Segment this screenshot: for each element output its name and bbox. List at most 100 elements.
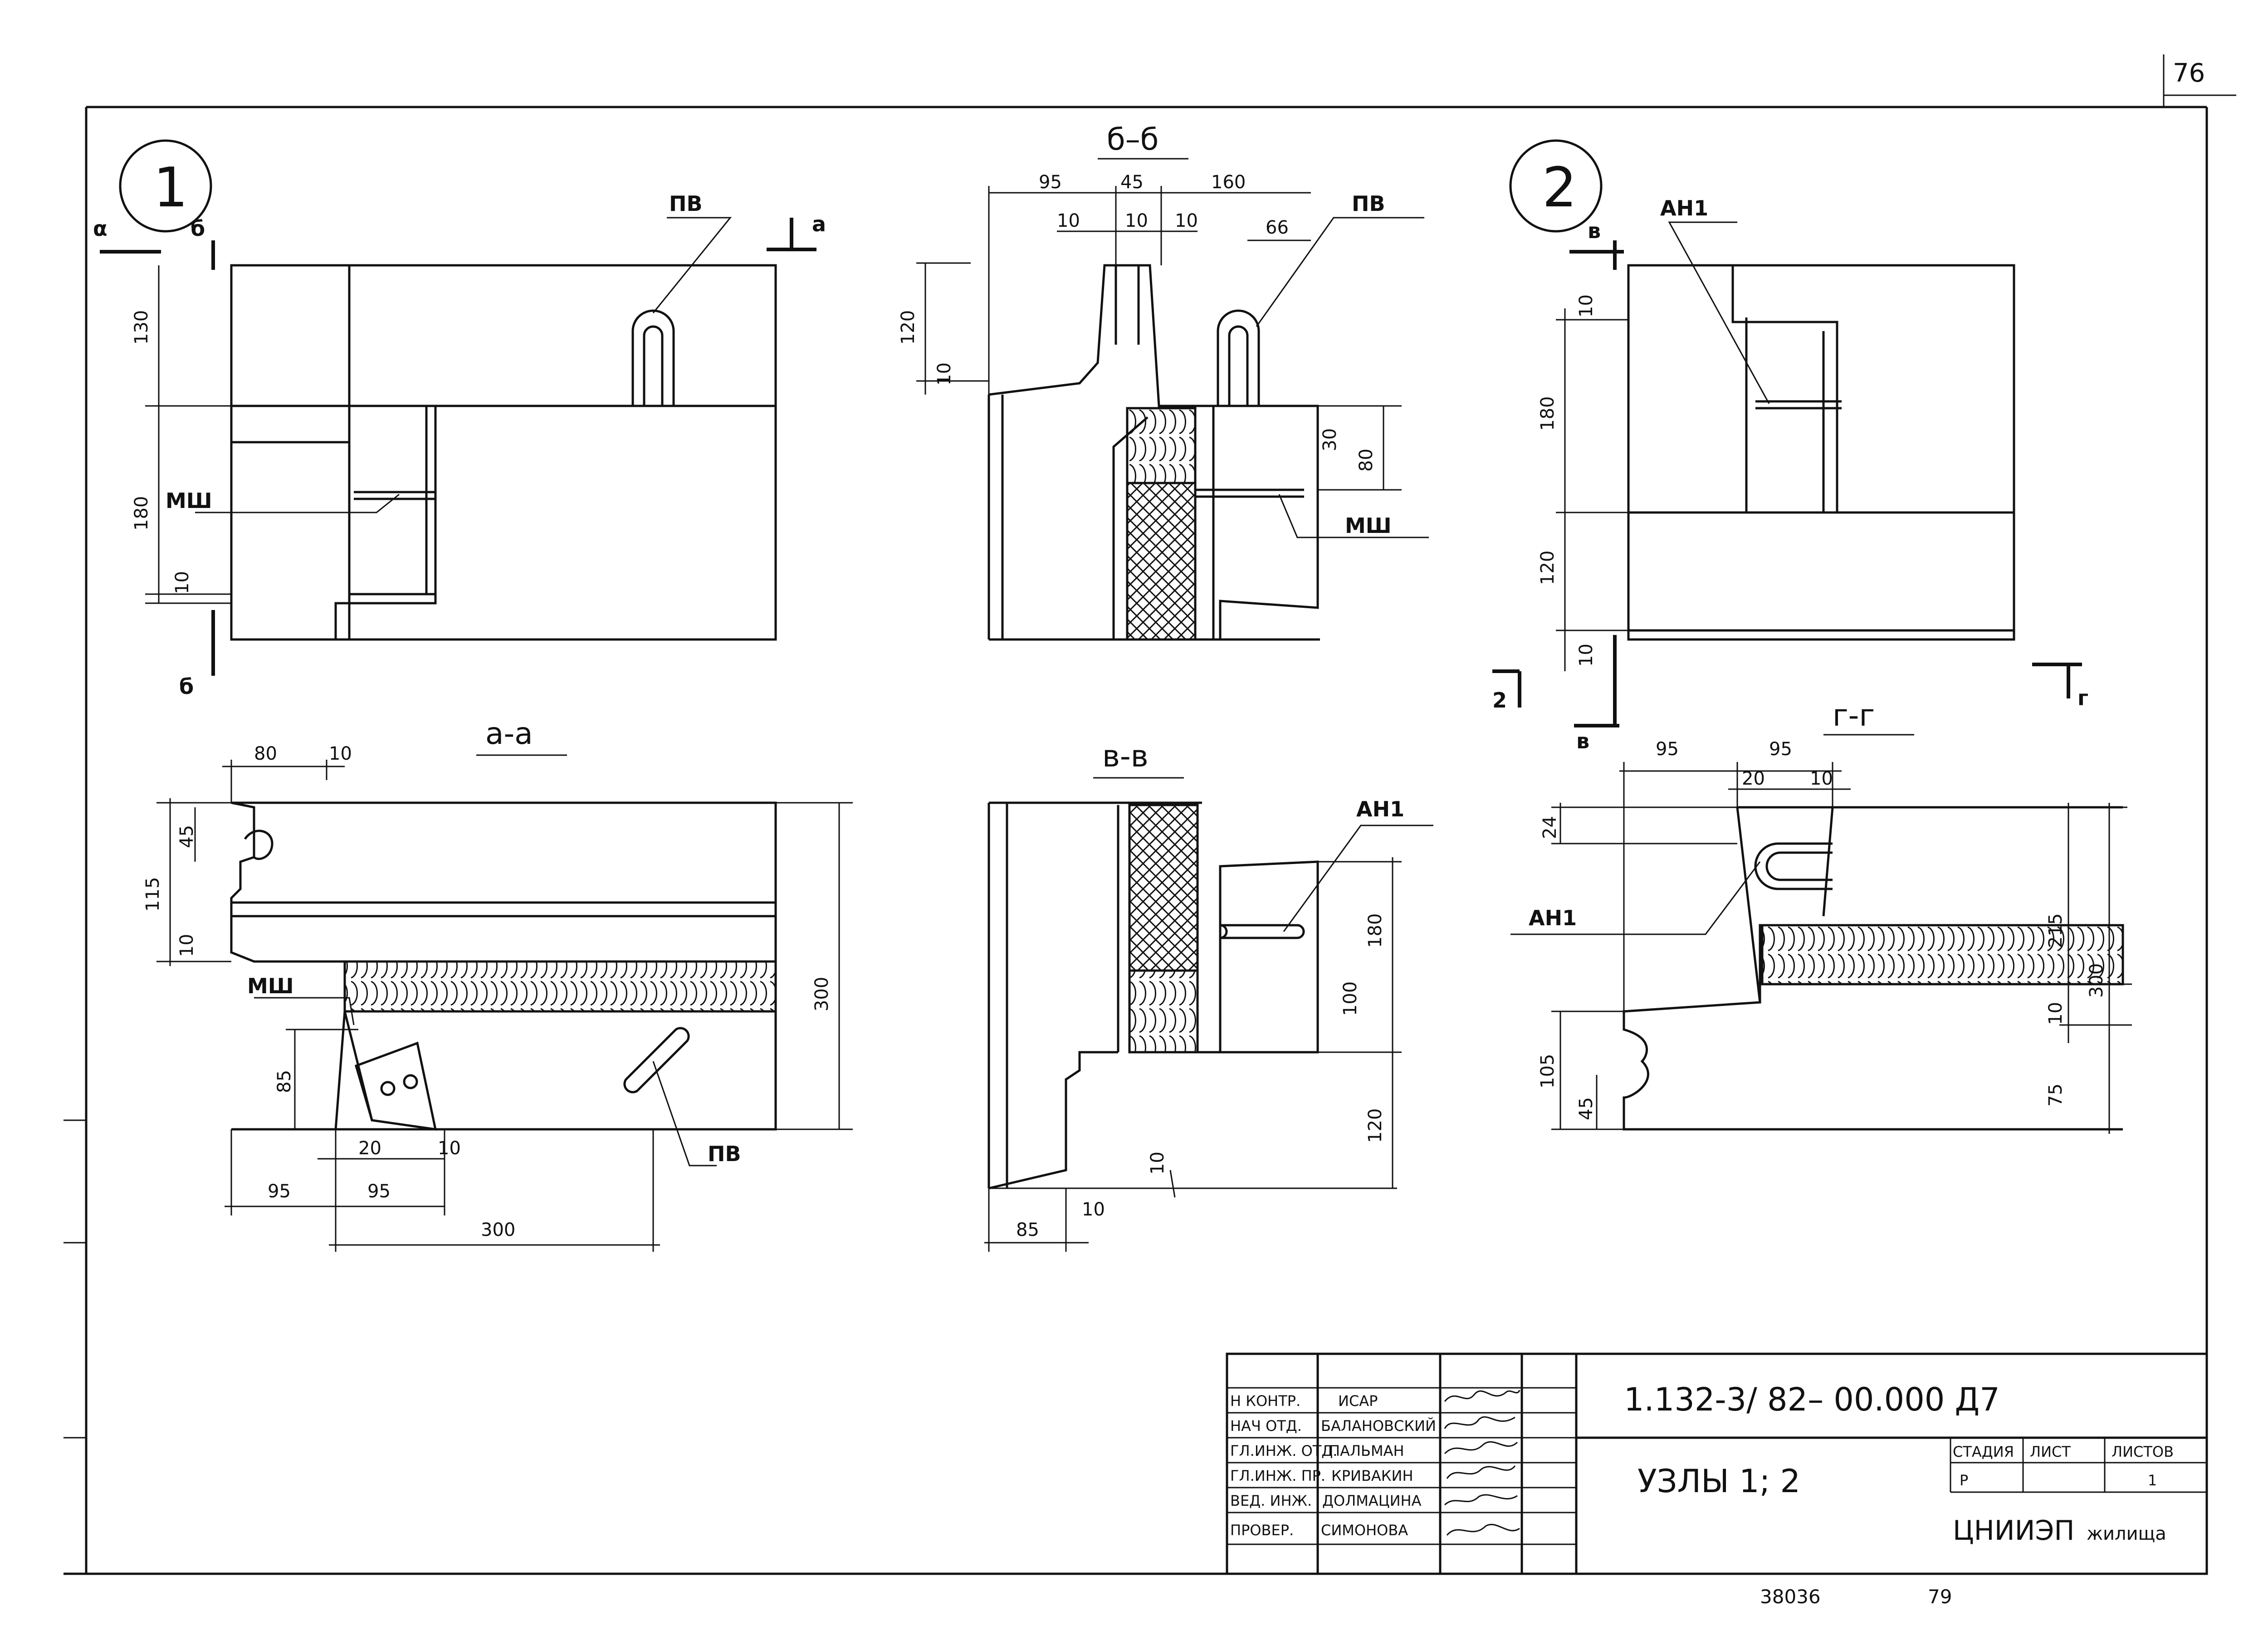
section-aa-dim-85: 85 bbox=[274, 1070, 295, 1093]
tb-stage-value: Р bbox=[1960, 1472, 1968, 1489]
section-vv-dim-100: 100 bbox=[1340, 981, 1361, 1016]
section-vv-view: в-в АН1 180 100 120 10 85 10 bbox=[984, 739, 1433, 1252]
node-1-marker-a-left: α bbox=[93, 216, 108, 241]
section-bb-label-msh: МШ bbox=[1345, 513, 1392, 538]
tb-name-1: ИСАР bbox=[1338, 1392, 1378, 1410]
section-aa-dim-300v: 300 bbox=[811, 977, 832, 1011]
tb-designation: 1.132-3/ 82– 00.000 Д7 bbox=[1624, 1381, 2000, 1418]
section-gg-dim-215: 215 bbox=[2045, 913, 2066, 948]
section-vv-dim-10b: 10 bbox=[1082, 1199, 1105, 1220]
section-gg-dim-10: 10 bbox=[1810, 768, 1833, 789]
section-gg-dim-75: 75 bbox=[2045, 1083, 2066, 1107]
node-2-marker-v-top: в bbox=[1588, 219, 1601, 243]
section-aa-label-pv: ПВ bbox=[708, 1142, 741, 1166]
section-bb-dim-80: 80 bbox=[1356, 449, 1377, 472]
section-aa-label-msh: МШ bbox=[247, 974, 294, 998]
section-bb-dim-30: 30 bbox=[1320, 428, 1340, 451]
section-vv-title: в-в bbox=[1102, 739, 1149, 774]
section-bb-label-pv: ПВ bbox=[1352, 191, 1385, 216]
section-bb-dim-95: 95 bbox=[1039, 172, 1062, 193]
tb-name-3: ПАЛЬМАН bbox=[1329, 1442, 1404, 1459]
section-vv-dim-120: 120 bbox=[1365, 1108, 1386, 1143]
node-1-label-pv: ПВ bbox=[669, 191, 703, 216]
node-1-number: 1 bbox=[153, 156, 188, 220]
node-1-dim-130: 130 bbox=[131, 310, 152, 345]
footer: 38036 79 bbox=[1760, 1586, 1952, 1608]
node-1-marker-b-bottom: б bbox=[179, 674, 194, 699]
tb-sheet-header: ЛИСТ bbox=[2030, 1443, 2071, 1460]
section-gg-dim-20: 20 bbox=[1742, 768, 1765, 789]
node-2-marker-g-right: г bbox=[2077, 686, 2088, 710]
section-gg-dim-10b: 10 bbox=[2045, 1002, 2066, 1025]
section-bb-dim-10b: 10 bbox=[1125, 210, 1148, 231]
tb-sheet-title: УЗЛЫ 1; 2 bbox=[1637, 1463, 1800, 1500]
section-aa-dim-115: 115 bbox=[142, 877, 163, 912]
node-2-dim-10a: 10 bbox=[1576, 294, 1597, 317]
node-2-marker-g-left: 2 bbox=[1492, 688, 1507, 713]
tb-name-5: ДОЛМАЦИНА bbox=[1322, 1492, 1422, 1509]
tb-role-4: ГЛ.ИНЖ. ПР. bbox=[1230, 1467, 1325, 1484]
node-1-dim-10: 10 bbox=[172, 571, 193, 594]
section-bb-dim-10c: 10 bbox=[1175, 210, 1198, 231]
node-2-dim-180: 180 bbox=[1537, 396, 1558, 431]
section-gg-dim-24: 24 bbox=[1540, 816, 1560, 839]
node-2-view: 2 АН1 в в 2 г 10 180 120 10 bbox=[1492, 139, 2088, 753]
section-vv-dim-10a: 10 bbox=[1147, 1152, 1168, 1175]
section-gg-dim-45: 45 bbox=[1576, 1097, 1597, 1120]
tb-organization-suffix: жилища bbox=[2087, 1523, 2166, 1544]
section-bb-title: б–б bbox=[1107, 122, 1158, 157]
node-2-dim-120: 120 bbox=[1537, 551, 1558, 585]
section-vv-dim-85: 85 bbox=[1016, 1220, 1039, 1240]
section-bb-dim-66: 66 bbox=[1266, 217, 1289, 238]
section-bb-dim-10d: 10 bbox=[934, 362, 955, 386]
tb-name-4: КРИВАКИН bbox=[1331, 1467, 1413, 1484]
section-aa-dim-20: 20 bbox=[358, 1138, 381, 1159]
tb-role-5: ВЕД. ИНЖ. bbox=[1230, 1492, 1312, 1509]
tb-sheets-value: 1 bbox=[2148, 1472, 2157, 1489]
node-2-marker-v-bottom: в bbox=[1576, 729, 1589, 753]
tb-role-2: НАЧ ОТД. bbox=[1230, 1417, 1302, 1435]
section-vv-dim-180: 180 bbox=[1365, 913, 1386, 948]
section-gg-title: г-г bbox=[1833, 698, 1875, 733]
section-aa-dim-45: 45 bbox=[176, 825, 197, 848]
node-1-marker-a-right: а bbox=[812, 212, 826, 236]
section-bb-dim-160: 160 bbox=[1211, 172, 1246, 193]
node-2-dim-10b: 10 bbox=[1576, 644, 1597, 667]
node-1-marker-b-left: б bbox=[191, 216, 205, 241]
section-aa-dim-10: 10 bbox=[329, 743, 352, 764]
section-bb-dim-45: 45 bbox=[1120, 172, 1144, 193]
title-block: Н КОНТР. НАЧ ОТД. ГЛ.ИНЖ. ОТД. ГЛ.ИНЖ. П… bbox=[1226, 1352, 2208, 1575]
node-1-view: 1 ПВ МШ α б а б 130 180 bbox=[93, 139, 826, 699]
section-aa-view: а-а МШ ПВ 80 10 45 115 10 bbox=[142, 716, 853, 1252]
section-bb-view: б–б ПВ МШ 95 45 160 10 10 10 bbox=[898, 122, 1429, 641]
section-bb-dim-120: 120 bbox=[898, 310, 919, 345]
tb-role-3: ГЛ.ИНЖ. ОТД. bbox=[1230, 1442, 1337, 1459]
tb-role-1: Н КОНТР. bbox=[1230, 1392, 1300, 1410]
section-aa-dim-10c: 10 bbox=[438, 1138, 461, 1159]
section-gg-dim-105: 105 bbox=[1537, 1054, 1558, 1088]
section-gg-dim-300: 300 bbox=[2086, 963, 2107, 998]
node-2-circle bbox=[1509, 139, 1603, 233]
node-1-label-msh: МШ bbox=[166, 488, 212, 513]
section-aa-dim-95a: 95 bbox=[268, 1181, 291, 1202]
section-bb-dim-10a: 10 bbox=[1057, 210, 1080, 231]
section-aa-title: а-а bbox=[485, 716, 533, 751]
tb-name-6: СИМОНОВА bbox=[1321, 1522, 1408, 1539]
section-gg-dim-95a: 95 bbox=[1656, 739, 1679, 760]
section-gg-label-an1: АН1 bbox=[1529, 906, 1577, 930]
tb-stage-header: СТАДИЯ bbox=[1953, 1443, 2014, 1460]
section-aa-dim-80: 80 bbox=[254, 743, 277, 764]
footer-page: 79 bbox=[1928, 1586, 1952, 1608]
tb-name-2: БАЛАНОВСКИЙ bbox=[1321, 1417, 1436, 1435]
footer-archive-no: 38036 bbox=[1760, 1586, 1821, 1608]
tb-signatures bbox=[1444, 1390, 1520, 1536]
tb-sheets-header: ЛИСТОВ bbox=[2112, 1443, 2174, 1460]
page-number: 76 bbox=[2173, 59, 2205, 88]
node-1-dim-180: 180 bbox=[131, 496, 152, 531]
section-aa-dim-95b: 95 bbox=[367, 1181, 391, 1202]
node-2-number: 2 bbox=[1542, 156, 1577, 220]
section-gg-dim-95b: 95 bbox=[1769, 739, 1792, 760]
section-aa-dim-10b: 10 bbox=[176, 934, 197, 957]
section-aa-dim-300h: 300 bbox=[481, 1220, 515, 1240]
